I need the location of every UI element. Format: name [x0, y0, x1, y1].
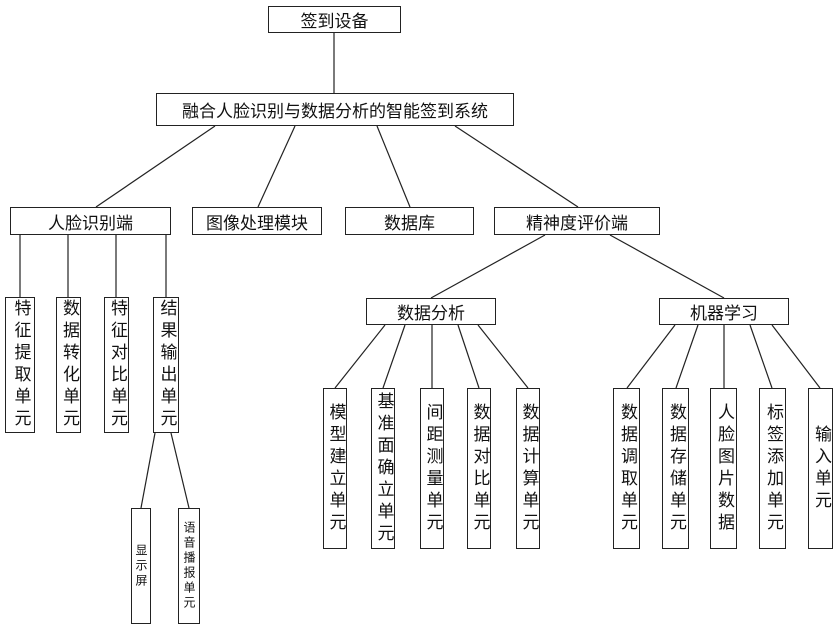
edge-f4-voice: [171, 433, 189, 508]
edge-f4-display: [141, 433, 155, 508]
analysis-unit-node: 模型建立单元: [323, 388, 347, 549]
ml-unit-label: 输入单元: [812, 425, 829, 513]
edge-analysis-a1: [335, 325, 385, 388]
face-unit-node: 特征提取单元: [5, 297, 35, 433]
face-unit-label: 特征对比单元: [108, 299, 125, 431]
edge-system-face: [96, 126, 215, 207]
spirit-evaluation-node: 精神度评价端: [494, 207, 660, 235]
edge-spirit-analysis: [431, 235, 545, 298]
ml-unit-node: 数据存储单元: [662, 388, 689, 549]
root-node: 签到设备: [268, 6, 401, 33]
edge-ml-m5: [772, 325, 820, 388]
root-label: 签到设备: [301, 7, 369, 32]
ml-unit-label: 人脸图片数据: [715, 403, 732, 535]
analysis-unit-label: 模型建立单元: [327, 403, 344, 535]
analysis-unit-node: 数据对比单元: [467, 388, 491, 549]
face-unit-label: 数据转化单元: [60, 299, 77, 431]
edge-system-spirit: [455, 126, 578, 207]
display-screen-label: 显示屏: [135, 544, 147, 589]
analysis-unit-node: 间距测量单元: [420, 388, 444, 549]
ml-unit-label: 数据调取单元: [618, 403, 635, 535]
edge-analysis-a4: [458, 325, 479, 388]
face-unit-node: 数据转化单元: [56, 297, 81, 433]
analysis-unit-label: 数据对比单元: [471, 403, 488, 535]
machine-learning-node: 机器学习: [659, 298, 789, 325]
face-unit-node: 结果输出单元: [153, 297, 179, 433]
analysis-unit-node: 数据计算单元: [516, 388, 540, 549]
ml-unit-label: 数据存储单元: [667, 403, 684, 535]
analysis-unit-label: 数据计算单元: [520, 403, 537, 535]
system-label: 融合人脸识别与数据分析的智能签到系统: [182, 97, 488, 122]
edge-spirit-ml: [610, 235, 724, 298]
face-recognition-label: 人脸识别端: [48, 209, 133, 234]
database-node: 数据库: [345, 207, 474, 235]
ml-unit-node: 人脸图片数据: [710, 388, 737, 549]
edge-ml-m2: [676, 325, 698, 388]
voice-broadcast-label: 语音播报单元: [183, 521, 195, 611]
edge-ml-m4: [750, 325, 772, 388]
database-label: 数据库: [384, 209, 435, 234]
face-recognition-node: 人脸识别端: [10, 207, 171, 235]
ml-unit-node: 标签添加单元: [759, 388, 786, 549]
image-processing-node: 图像处理模块: [192, 207, 322, 235]
analysis-unit-label: 间距测量单元: [424, 403, 441, 535]
edge-ml-m1: [627, 325, 675, 388]
face-unit-label: 特征提取单元: [12, 299, 29, 431]
ml-unit-label: 标签添加单元: [764, 403, 781, 535]
display-screen-node: 显示屏: [131, 508, 151, 624]
ml-unit-node: 输入单元: [808, 388, 833, 549]
edge-system-image: [258, 126, 295, 207]
edge-analysis-a2: [383, 325, 405, 388]
analysis-unit-node: 基准面确立单元: [371, 388, 395, 549]
system-node: 融合人脸识别与数据分析的智能签到系统: [156, 93, 514, 126]
face-unit-label: 结果输出单元: [158, 299, 175, 431]
edge-analysis-a5: [478, 325, 528, 388]
ml-unit-node: 数据调取单元: [613, 388, 640, 549]
face-unit-node: 特征对比单元: [104, 297, 129, 433]
machine-learning-label: 机器学习: [690, 299, 758, 324]
analysis-unit-label: 基准面确立单元: [375, 392, 392, 546]
voice-broadcast-node: 语音播报单元: [178, 508, 200, 624]
data-analysis-label: 数据分析: [397, 299, 465, 324]
image-processing-label: 图像处理模块: [206, 209, 308, 234]
spirit-evaluation-label: 精神度评价端: [526, 209, 628, 234]
data-analysis-node: 数据分析: [366, 298, 496, 325]
edge-system-db: [377, 126, 410, 207]
